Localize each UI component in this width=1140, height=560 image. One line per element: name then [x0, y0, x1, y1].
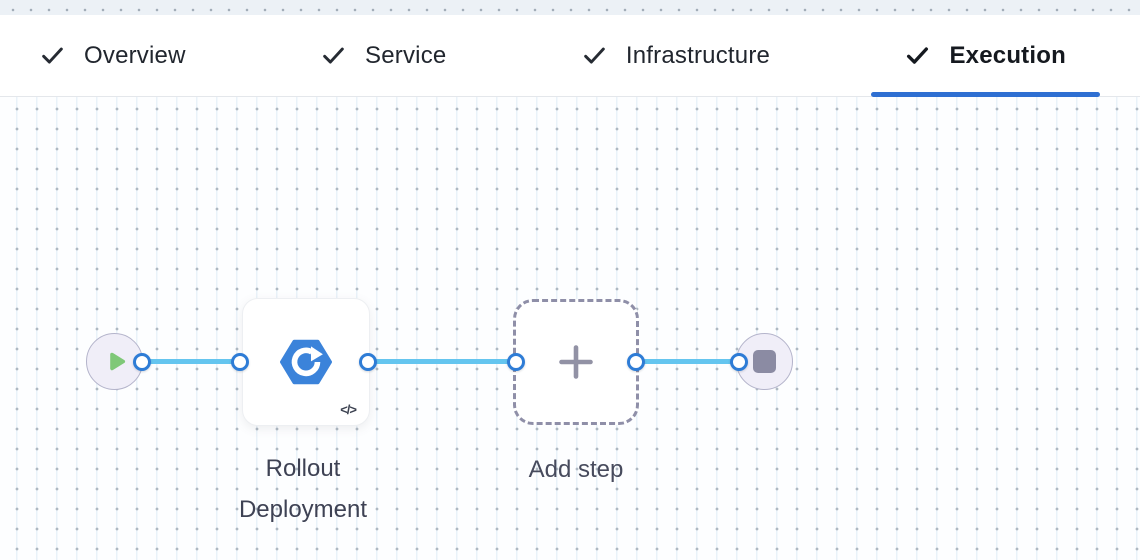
tab-active-underline — [871, 92, 1100, 97]
connector-point[interactable] — [133, 353, 151, 371]
connector-line — [636, 359, 739, 364]
rolling-deployment-icon — [280, 339, 332, 385]
tab-service[interactable]: Service — [287, 15, 480, 96]
connector-point[interactable] — [627, 353, 645, 371]
tab-label: Service — [365, 41, 447, 69]
start-node — [86, 333, 143, 390]
end-node — [736, 333, 793, 390]
tab-overview[interactable]: Overview — [6, 15, 220, 96]
connector-point[interactable] — [730, 353, 748, 371]
plus-icon — [559, 345, 593, 379]
tab-label: Overview — [84, 41, 186, 69]
stage-tabs: Overview Service Infrastructure Executio… — [0, 15, 1140, 97]
add-step-button[interactable] — [513, 299, 639, 425]
play-icon — [110, 352, 126, 371]
step-label: Rollout Deployment — [238, 455, 368, 523]
canvas-top-strip — [0, 0, 1140, 15]
step-node-rollout-deployment[interactable]: </> — [242, 298, 370, 426]
check-icon — [42, 47, 63, 64]
check-icon — [584, 47, 605, 64]
check-icon — [323, 47, 344, 64]
connector-point[interactable] — [507, 353, 525, 371]
tab-label: Execution — [949, 41, 1066, 69]
connector-line — [368, 359, 516, 364]
connector-point[interactable] — [231, 353, 249, 371]
tab-label: Infrastructure — [625, 41, 771, 69]
check-icon — [907, 47, 929, 64]
tab-execution[interactable]: Execution — [871, 15, 1100, 97]
stop-icon — [753, 350, 776, 373]
add-step-label: Add step — [528, 456, 624, 483]
connector-line — [142, 359, 240, 364]
connector-point[interactable] — [359, 353, 377, 371]
code-badge[interactable]: </> — [340, 402, 357, 417]
pipeline-canvas[interactable]: </> Rollout Deployment Add step — [0, 97, 1140, 560]
tab-infrastructure[interactable]: Infrastructure — [548, 15, 804, 96]
